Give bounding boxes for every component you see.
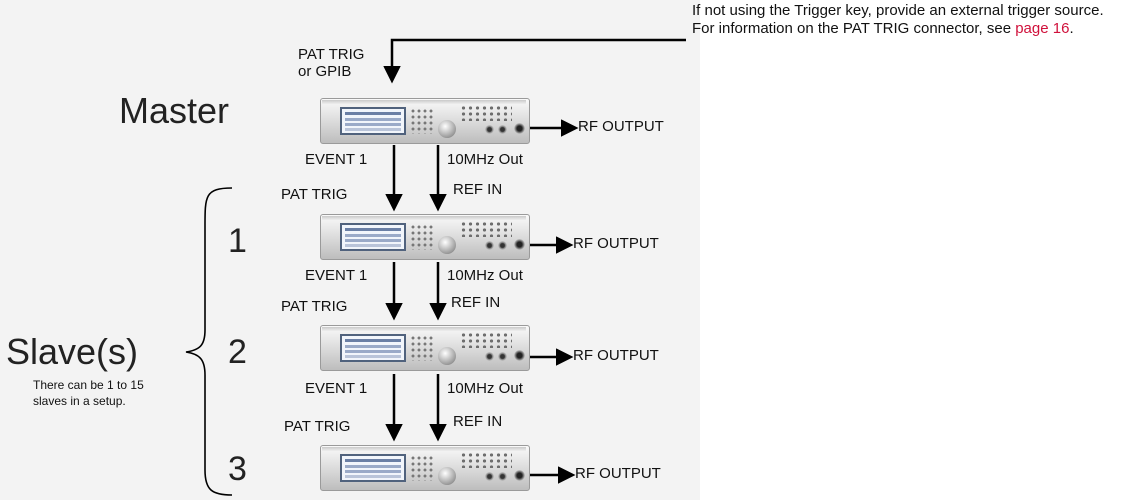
rf-output-label-slave-1: RF OUTPUT: [573, 235, 659, 252]
slave-number-2: 2: [228, 333, 247, 371]
ref-in-label-slave-1: REF IN: [453, 181, 503, 198]
trigger-note-text: If not using the Trigger key, provide an…: [692, 2, 1104, 37]
pat-trig-gpib-label-2: or GPIB: [298, 63, 352, 80]
slaves-label: Slave(s): [6, 331, 139, 372]
slaves-note-line1: There can be 1 to 15: [33, 378, 144, 392]
rf-output-label-slave-2: RF OUTPUT: [573, 347, 659, 364]
slave-number-1: 1: [228, 222, 247, 260]
ref-in-label-slave-3: REF IN: [453, 413, 503, 430]
pat-trig-gpib-label-1: PAT TRIG: [298, 46, 365, 63]
slave-3-instrument: [320, 445, 530, 491]
slave-1-instrument: [320, 214, 530, 260]
ten-mhz-label-master: 10MHz Out: [447, 151, 523, 168]
pat-trig-label-slave-2: PAT TRIG: [281, 298, 348, 315]
slaves-note-line2: slaves in a setup.: [33, 394, 126, 408]
trigger-note: If not using the Trigger key, provide an…: [692, 2, 1128, 38]
slave-number-3: 3: [228, 450, 247, 488]
pat-trig-label-slave-3: PAT TRIG: [284, 418, 351, 435]
ten-mhz-label-slave-2: 10MHz Out: [447, 380, 523, 397]
event-label-slave-2: EVENT 1: [305, 380, 368, 397]
slave-2-instrument: [320, 325, 530, 371]
trigger-note-tail: .: [1069, 20, 1074, 37]
pat-trig-label-slave-1: PAT TRIG: [281, 186, 348, 203]
master-instrument: [320, 98, 530, 144]
master-label: Master: [119, 90, 230, 131]
page-16-link[interactable]: page 16: [1015, 20, 1070, 37]
rf-output-label-slave-3: RF OUTPUT: [575, 465, 661, 482]
ten-mhz-label-slave-1: 10MHz Out: [447, 267, 523, 284]
external-trigger-line: [383, 38, 686, 84]
event-label-master: EVENT 1: [305, 151, 368, 168]
event-label-slave-1: EVENT 1: [305, 267, 368, 284]
rf-output-label-master: RF OUTPUT: [578, 118, 664, 135]
slaves-brace: [185, 187, 233, 496]
ref-in-label-slave-2: REF IN: [451, 294, 501, 311]
